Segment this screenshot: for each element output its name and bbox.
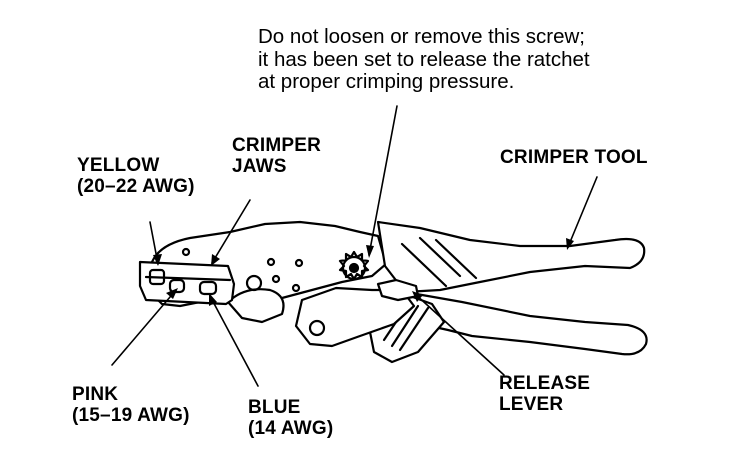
leader-blue xyxy=(209,295,259,387)
arrow-release-lever xyxy=(412,291,423,302)
leader-crimper-jaws xyxy=(211,199,251,264)
lower-handle xyxy=(403,290,648,356)
jaw-slot-yellow xyxy=(148,268,166,286)
leader-pink xyxy=(111,289,177,366)
jaw-slot-blue xyxy=(198,280,218,296)
label-blue: BLUE (14 AWG) xyxy=(248,397,334,440)
label-pink: PINK (15–19 AWG) xyxy=(72,384,190,427)
arrow-crimper-jaws xyxy=(211,254,220,266)
jaw-slot-pink xyxy=(168,278,186,294)
note-line-2: it has been set to release the ratchet xyxy=(258,47,590,71)
note-line-1: Do not loosen or remove this screw; xyxy=(258,25,585,48)
arrow-pink xyxy=(166,288,178,299)
leader-note xyxy=(368,105,398,256)
arrow-note xyxy=(366,245,374,258)
arrow-crimper-tool xyxy=(566,238,574,250)
note-line-3: at proper crimping pressure. xyxy=(258,70,515,94)
label-release-lever: RELEASE LEVER xyxy=(499,373,591,416)
arrow-blue xyxy=(209,293,217,306)
note-text: Do not loosen or remove this screw; it h… xyxy=(258,25,590,94)
lower-arm xyxy=(294,286,416,348)
leader-crimper-tool xyxy=(567,176,598,248)
arrow-yellow xyxy=(153,254,162,266)
label-yellow: YELLOW (20–22 AWG) xyxy=(77,155,195,198)
leader-release-lever xyxy=(413,292,505,376)
label-crimper-tool: CRIMPER TOOL xyxy=(500,147,648,168)
label-crimper-jaws: CRIMPER JAWS xyxy=(232,135,322,178)
upper-handle xyxy=(376,220,646,294)
